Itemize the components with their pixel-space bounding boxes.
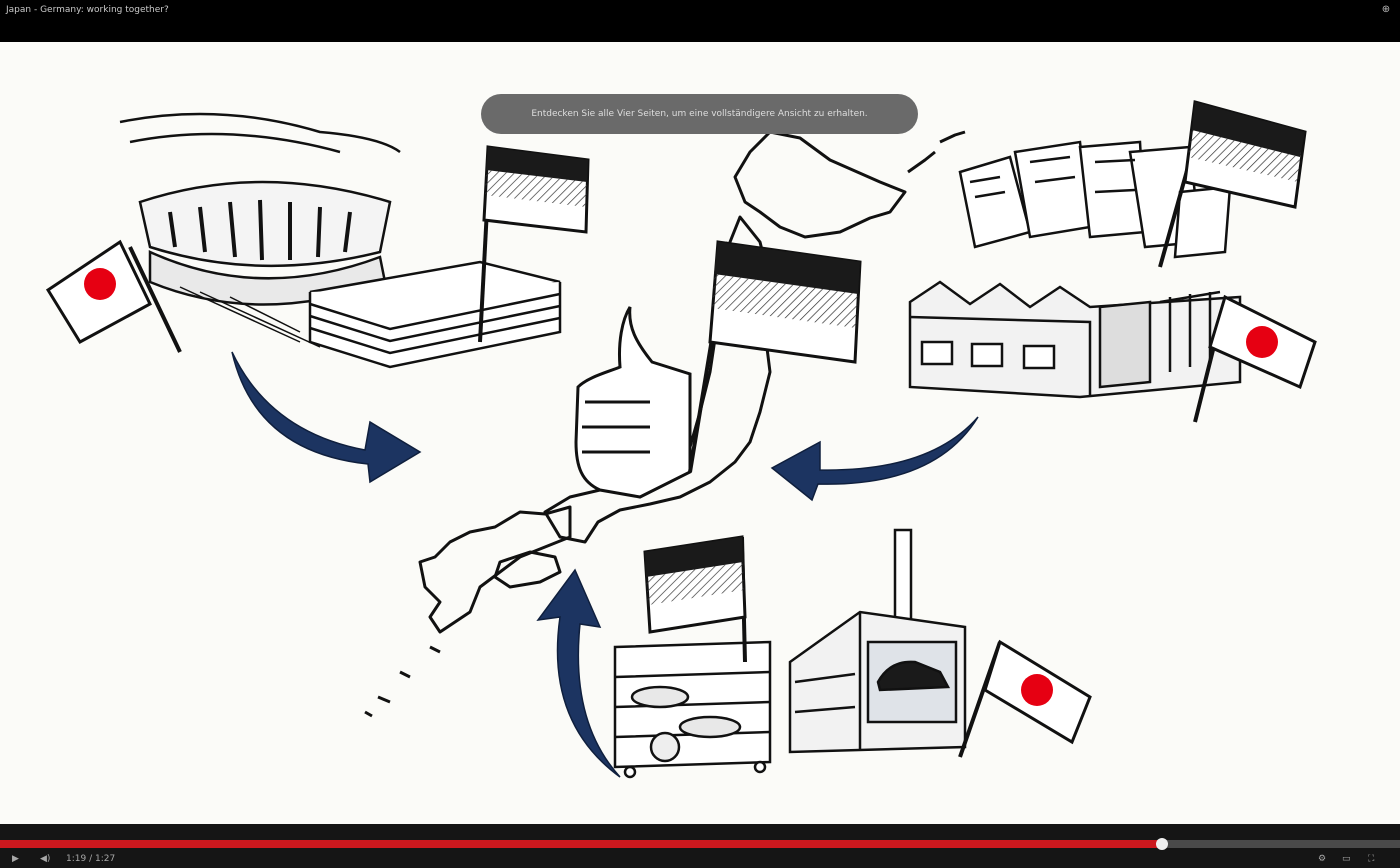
german-flag-topleft	[478, 145, 590, 343]
play-icon[interactable]: ▶	[12, 854, 19, 864]
arrow-left	[231, 351, 422, 484]
video-frame[interactable]: Entdecken Sie alle Vier Seiten, um eine …	[0, 42, 1400, 824]
german-flag-bottom	[643, 535, 747, 663]
banknote-stack	[308, 260, 562, 369]
info-icon[interactable]: ⊕	[1381, 4, 1391, 15]
volume-icon[interactable]: ◀)	[40, 854, 51, 864]
subtitle-caption: Entdecken Sie alle Vier Seiten, um eine …	[481, 94, 918, 134]
parts-rack	[613, 640, 772, 779]
fullscreen-icon[interactable]: ⛶	[1368, 854, 1375, 864]
video-title[interactable]: Japan - Germany: working together?	[6, 5, 169, 15]
progress-fill	[0, 840, 1162, 848]
japan-flag-bottomright	[958, 639, 1092, 758]
captions-icon[interactable]: ▭	[1342, 854, 1351, 864]
progress-bar[interactable]	[0, 838, 1400, 850]
arrow-bottom	[536, 568, 621, 778]
german-flag-topright	[1158, 100, 1307, 268]
japan-flag-topleft	[45, 239, 182, 353]
stadium-illustration	[119, 112, 401, 348]
progress-handle[interactable]	[1156, 838, 1168, 850]
player-controls: ▶ ◀) 1:19 / 1:27 ⚙ ▭ ⛶	[0, 824, 1400, 868]
arrow-right	[770, 416, 979, 502]
documents-illustration	[958, 140, 1232, 259]
car-factory	[788, 528, 967, 754]
factory-building	[908, 280, 1242, 399]
japan-flag-right	[1193, 294, 1317, 423]
settings-icon[interactable]: ⚙	[1318, 854, 1327, 864]
time-display: 1:19 / 1:27	[66, 854, 116, 864]
illustration	[45, 100, 1317, 779]
thumbs-up	[574, 306, 692, 499]
german-flag-center	[688, 240, 862, 473]
video-title-bar: Japan - Germany: working together? ⊕	[0, 0, 1400, 42]
japan-map	[364, 130, 966, 718]
